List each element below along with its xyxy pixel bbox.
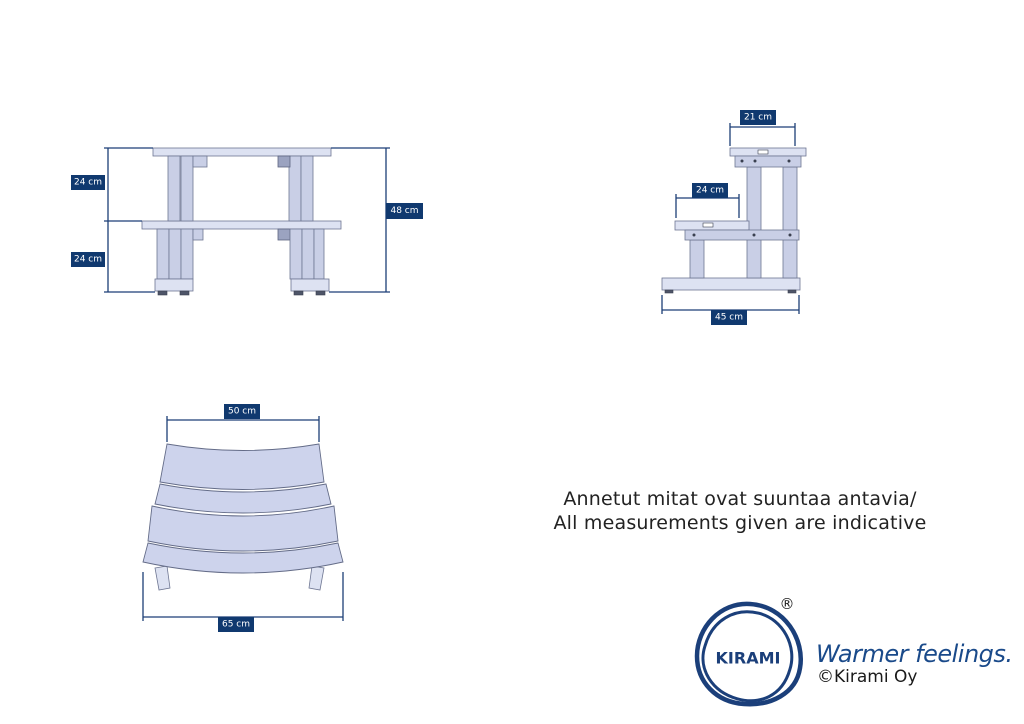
front-right-lower-leg-a [289,228,303,280]
side-foot [664,289,674,294]
top-leg [308,565,325,591]
side-front-leg [689,239,705,279]
dim-front-total-height: 48 cm [390,206,418,216]
dim-label-bg [740,110,776,125]
side-top-step-frame [734,155,802,168]
screw [787,159,791,163]
front-left-base [154,278,194,292]
kirami-logo: KIRAMI ® [694,595,803,707]
dim-label-bg [218,617,254,632]
disclaimer-line-1: Annetut mitat ovat suuntaa antavia/ [563,488,917,510]
front-right-bracket [277,155,291,168]
front-left-lower-bracket [192,228,204,241]
top-leg [154,565,171,591]
top-slat-2 [154,483,332,514]
front-foot [179,290,190,296]
dim-label-bg [386,203,423,219]
side-foot [787,289,797,294]
bracket [702,222,714,228]
front-left-lower-leg-a [156,228,170,280]
dim-side-lower-depth: 24 cm [696,186,724,196]
dim-label-bg [71,175,105,190]
registered-mark: ® [780,595,795,613]
dim-label-bg [711,310,747,325]
front-left-lower-leg-c [180,228,194,280]
top-view: 50 cm 65 cm [142,404,344,632]
dim-label-bg [692,183,728,198]
front-left-bracket [192,155,208,168]
side-view: 21 cm 24 cm 45 cm [661,110,807,325]
front-right-leg-inner [288,155,302,222]
dim-front-lower-height: 24 cm [74,255,102,265]
top-slat-1 [159,443,325,490]
front-right-lower-leg-c [313,228,325,280]
front-foot [315,290,326,296]
screw [752,233,756,237]
front-top-board [152,147,332,157]
screw [740,159,744,163]
disclaimer-line-2: All measurements given are indicative [553,512,927,534]
dim-top-outer-width: 65 cm [222,620,250,630]
dim-label-bg [71,252,105,267]
brand-tagline: Warmer feelings. [816,640,1013,668]
dim-side-top-depth: 21 cm [744,113,772,123]
bracket [757,149,769,155]
front-view: 24 cm 24 cm 48 cm [71,147,423,296]
front-foot [157,290,168,296]
front-left-lower-leg-b [168,228,182,280]
top-slat-4 [142,542,344,574]
front-right-base [290,278,330,292]
front-foot [293,290,304,296]
top-slat-3 [147,505,339,552]
copyright-text: ©Kirami Oy [817,667,918,687]
front-right-lower-leg-b [301,228,315,280]
side-base-rail [661,277,801,291]
logo-text: KIRAMI [716,649,781,668]
screw [788,233,792,237]
logo-ring-outer [694,601,803,707]
logo-ring-inner [701,610,794,703]
screw [692,233,696,237]
dim-top-inner-width: 50 cm [228,407,256,417]
side-lower-step-frame [684,229,800,241]
front-right-lower-bracket [277,228,291,241]
dim-label-bg [224,404,260,419]
front-right-leg-outer [300,155,314,222]
front-lower-board [141,220,342,230]
front-left-leg-inner [180,155,194,222]
front-left-leg-outer [167,155,181,222]
dim-front-upper-height: 24 cm [74,178,102,188]
screw [753,159,757,163]
dim-side-total-depth: 45 cm [715,313,743,323]
side-rear-leg [782,166,798,279]
